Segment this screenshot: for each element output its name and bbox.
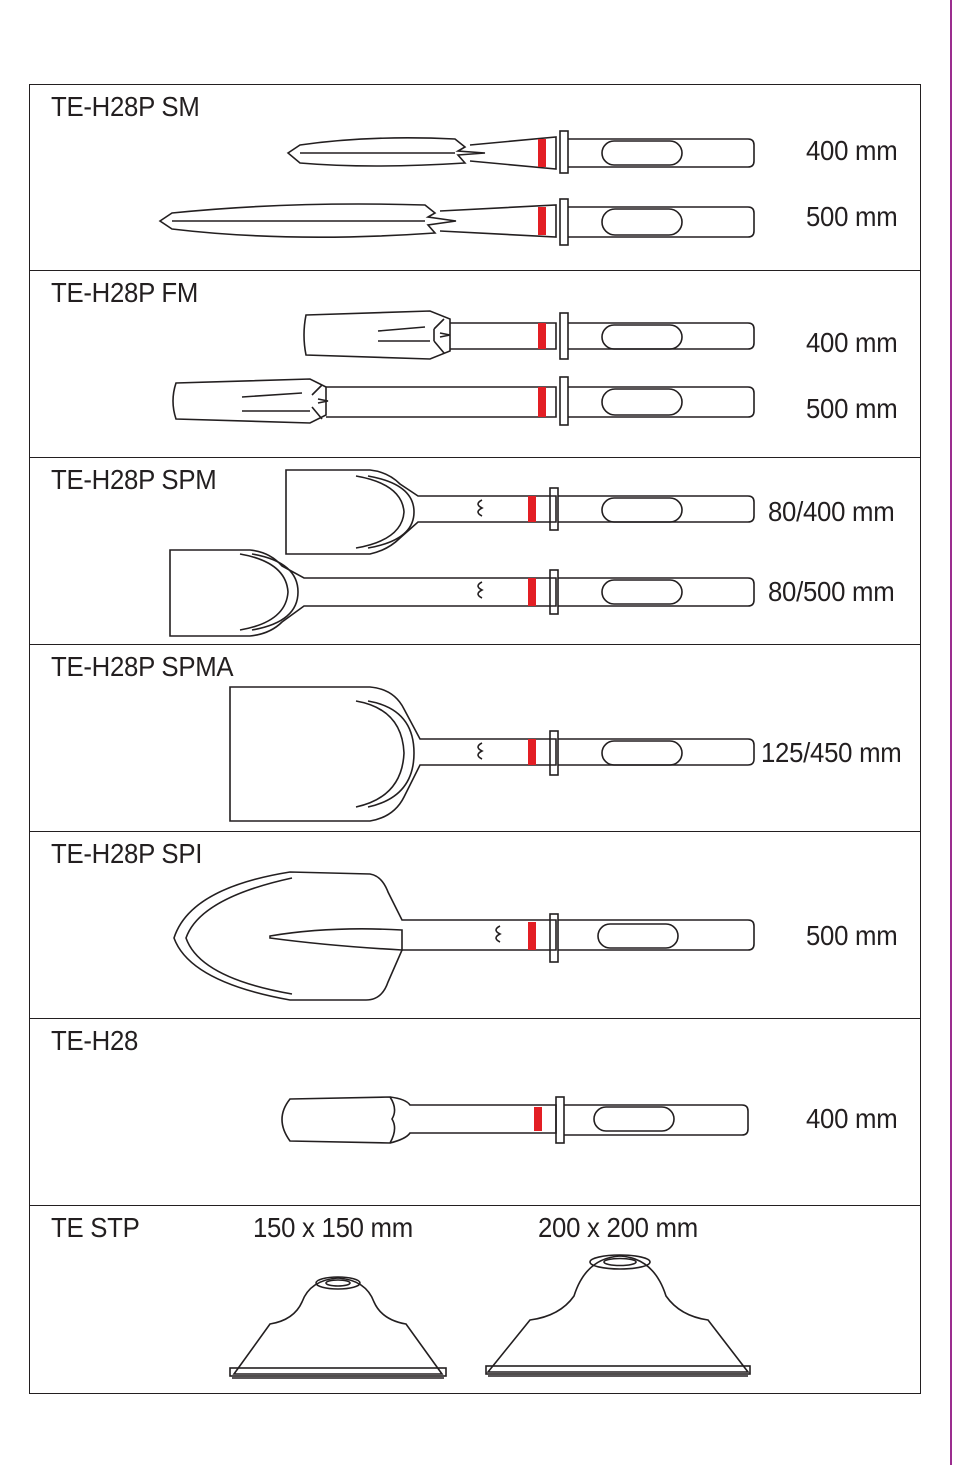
bushing-tool-illustration xyxy=(281,1096,749,1144)
size-label: 80/500 mm xyxy=(768,576,895,607)
size-label: 500 mm xyxy=(806,920,898,951)
wide-spade-chisel-illustration xyxy=(229,686,755,822)
row-label: TE-H28P SPI xyxy=(51,838,203,869)
row-label: TE-H28 xyxy=(51,1025,139,1056)
page-edge-line xyxy=(950,0,952,1465)
row-te-h28: TE-H28 400 mm xyxy=(30,1019,920,1206)
row-label: TE-H28P FM xyxy=(51,277,199,308)
flat-chisel-400-illustration xyxy=(172,310,755,426)
spade-chisel-80-400-illustration xyxy=(169,469,755,637)
size-label: 125/450 mm xyxy=(761,737,902,768)
row-te-h28p-spm: TE-H28P SPM 80/400 mm 80/500 mm xyxy=(30,458,920,645)
size-label: 400 mm xyxy=(806,1103,898,1134)
size-label: 200 x 200 mm xyxy=(538,1212,698,1243)
size-label: 400 mm xyxy=(806,327,898,358)
size-label: 500 mm xyxy=(806,201,898,232)
row-label: TE-H28P SPM xyxy=(51,464,217,495)
row-te-stp: TE STP 150 x 150 mm 200 x 200 mm xyxy=(30,1206,920,1393)
pointed-spade-illustration xyxy=(173,871,755,1001)
row-label: TE STP xyxy=(51,1212,140,1243)
size-label: 400 mm xyxy=(806,135,898,166)
tool-table: TE-H28P SM 400 mm 500 mm TE-H28P FM 400 … xyxy=(29,84,921,1394)
row-label: TE-H28P SM xyxy=(51,91,200,122)
size-label: 150 x 150 mm xyxy=(253,1212,413,1243)
row-te-h28p-spma: TE-H28P SPMA 125/450 mm xyxy=(30,645,920,832)
pointed-chisel-400-illustration xyxy=(158,130,755,246)
size-label: 80/400 mm xyxy=(768,496,895,527)
row-te-h28p-sm: TE-H28P SM 400 mm 500 mm xyxy=(30,85,920,271)
row-te-h28p-fm: TE-H28P FM 400 mm 500 mm xyxy=(30,271,920,458)
row-te-h28p-spi: TE-H28P SPI 500 mm xyxy=(30,832,920,1019)
row-label: TE-H28P SPMA xyxy=(51,651,234,682)
size-label: 500 mm xyxy=(806,393,898,424)
tamping-plates-illustration xyxy=(229,1254,751,1379)
